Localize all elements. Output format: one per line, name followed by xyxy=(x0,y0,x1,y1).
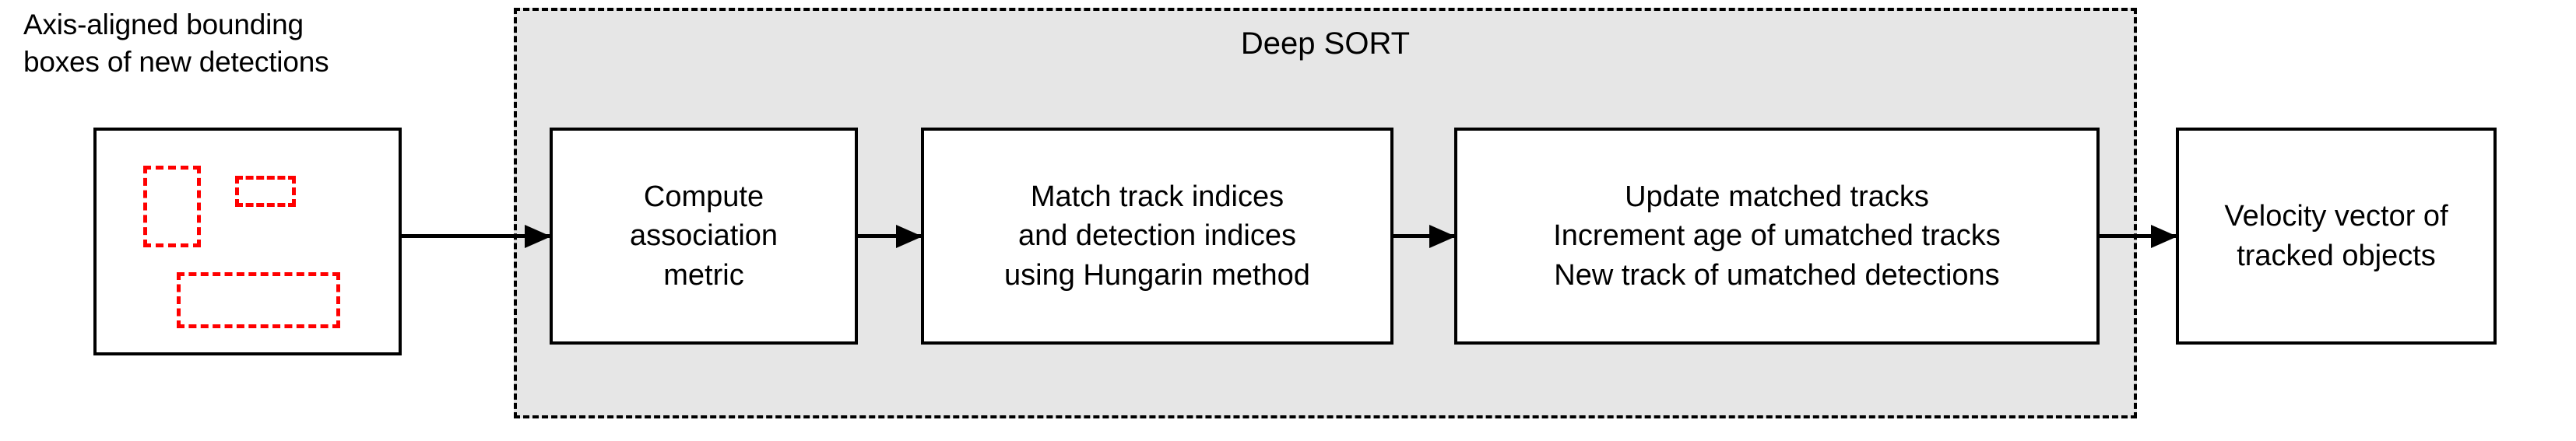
detection-rect-2 xyxy=(235,176,296,207)
arrow-compute-to-match-icon xyxy=(858,234,921,238)
arrow-match-to-update-icon xyxy=(1393,234,1454,238)
detection-rect-1 xyxy=(143,166,201,247)
arrow-input-to-compute-icon xyxy=(402,234,550,238)
step-label-match: Match track indices and detection indice… xyxy=(1004,180,1310,292)
deep-sort-title: Deep SORT xyxy=(1240,26,1411,61)
detection-rect-3 xyxy=(177,272,340,328)
output-label-velocity: Velocity vector of tracked objects xyxy=(2224,199,2448,272)
arrow-update-to-output-icon xyxy=(2100,234,2176,238)
step-box-match[interactable]: Match track indices and detection indice… xyxy=(921,128,1393,345)
input-caption: Axis-aligned bounding boxes of new detec… xyxy=(23,9,329,79)
step-label-compute: Compute association metric xyxy=(629,180,778,292)
detection-image xyxy=(93,128,402,355)
output-box-velocity[interactable]: Velocity vector of tracked objects xyxy=(2176,128,2497,345)
step-box-compute[interactable]: Compute association metric xyxy=(550,128,858,345)
step-label-update: Update matched tracks Increment age of u… xyxy=(1553,180,2001,292)
step-box-update[interactable]: Update matched tracks Increment age of u… xyxy=(1454,128,2100,345)
